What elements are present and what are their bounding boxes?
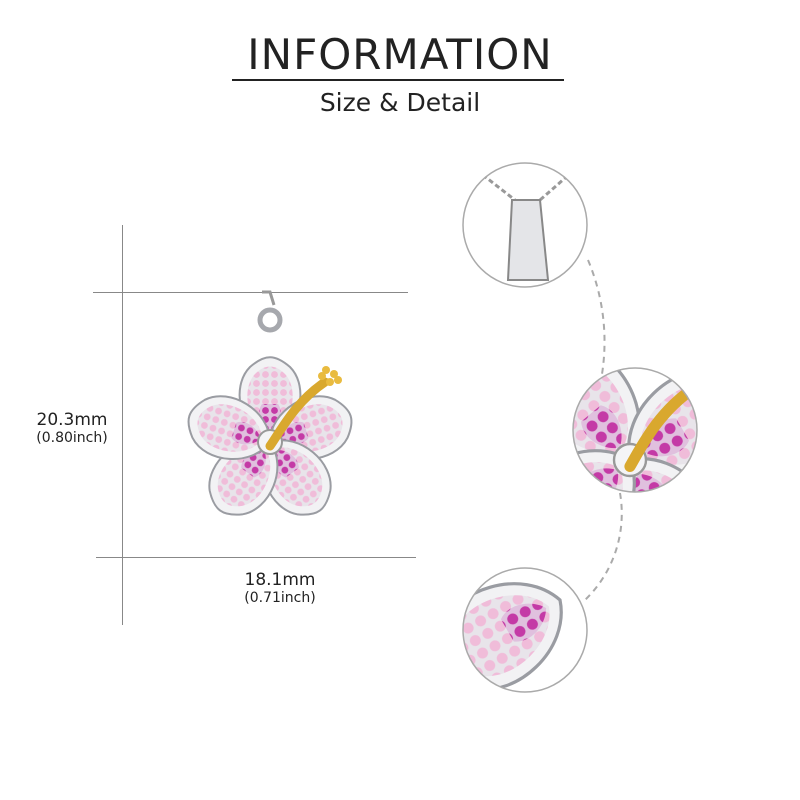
connector-top bbox=[587, 259, 606, 386]
detail-bail-circle bbox=[462, 162, 588, 288]
height-dimension: 20.3mm (0.80inch) bbox=[22, 410, 122, 446]
height-mm: 20.3mm bbox=[36, 410, 108, 430]
detail-center-circle bbox=[572, 367, 698, 493]
width-inch: (0.71inch) bbox=[244, 590, 316, 606]
width-mm: 18.1mm bbox=[244, 570, 316, 590]
title-underline bbox=[232, 79, 564, 81]
top-guide bbox=[93, 292, 408, 293]
height-inch: (0.80inch) bbox=[36, 430, 108, 446]
pendant-main bbox=[179, 290, 361, 530]
bottom-guide bbox=[96, 557, 416, 558]
page-title: INFORMATION bbox=[247, 30, 553, 79]
detail-petal-circle bbox=[462, 567, 588, 693]
connector-bottom bbox=[584, 492, 623, 601]
width-dimension: 18.1mm (0.71inch) bbox=[225, 570, 335, 606]
vertical-guide bbox=[122, 225, 123, 625]
page-subtitle: Size & Detail bbox=[319, 88, 481, 117]
